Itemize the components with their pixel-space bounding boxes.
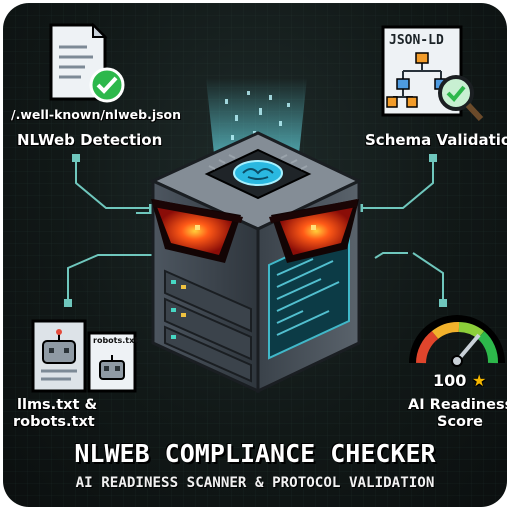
score-number: 100 (433, 371, 467, 390)
robots-doc-caption: robots.txt (93, 336, 139, 345)
nlweb-detection-label: NLWeb Detection (17, 131, 163, 149)
llms-robots-label-line2: robots.txt (13, 414, 95, 430)
artwork (31, 22, 505, 394)
schema-validation-label: Schema Validation (365, 131, 507, 149)
nlweb-json-path: /.well-known/nlweb.json (11, 107, 182, 122)
readiness-gauge-icon (409, 315, 505, 367)
llms-robots-label-line1: llms.txt & (17, 397, 98, 413)
main-title: NLWEB COMPLIANCE CHECKER (74, 439, 436, 468)
subtitle: AI READINESS SCANNER & PROTOCOL VALIDATI… (75, 475, 435, 491)
json-ld-schema-icon (381, 25, 484, 122)
document-check-icon (49, 22, 125, 103)
readiness-label-line2: Score (437, 414, 483, 430)
circuit-lines (67, 158, 444, 303)
readiness-score-value: 100 ★ (433, 371, 486, 390)
llms-robot-document-icon (31, 319, 87, 393)
readiness-label-line1: AI Readiness (408, 397, 507, 413)
robots-document-icon (87, 331, 137, 393)
poster-frame: /.well-known/nlweb.json NLWeb Detection … (3, 3, 507, 507)
star-icon: ★ (471, 371, 487, 390)
red-eyes (151, 199, 359, 263)
ai-chip (204, 148, 312, 200)
json-ld-badge: JSON-LD (389, 33, 444, 48)
